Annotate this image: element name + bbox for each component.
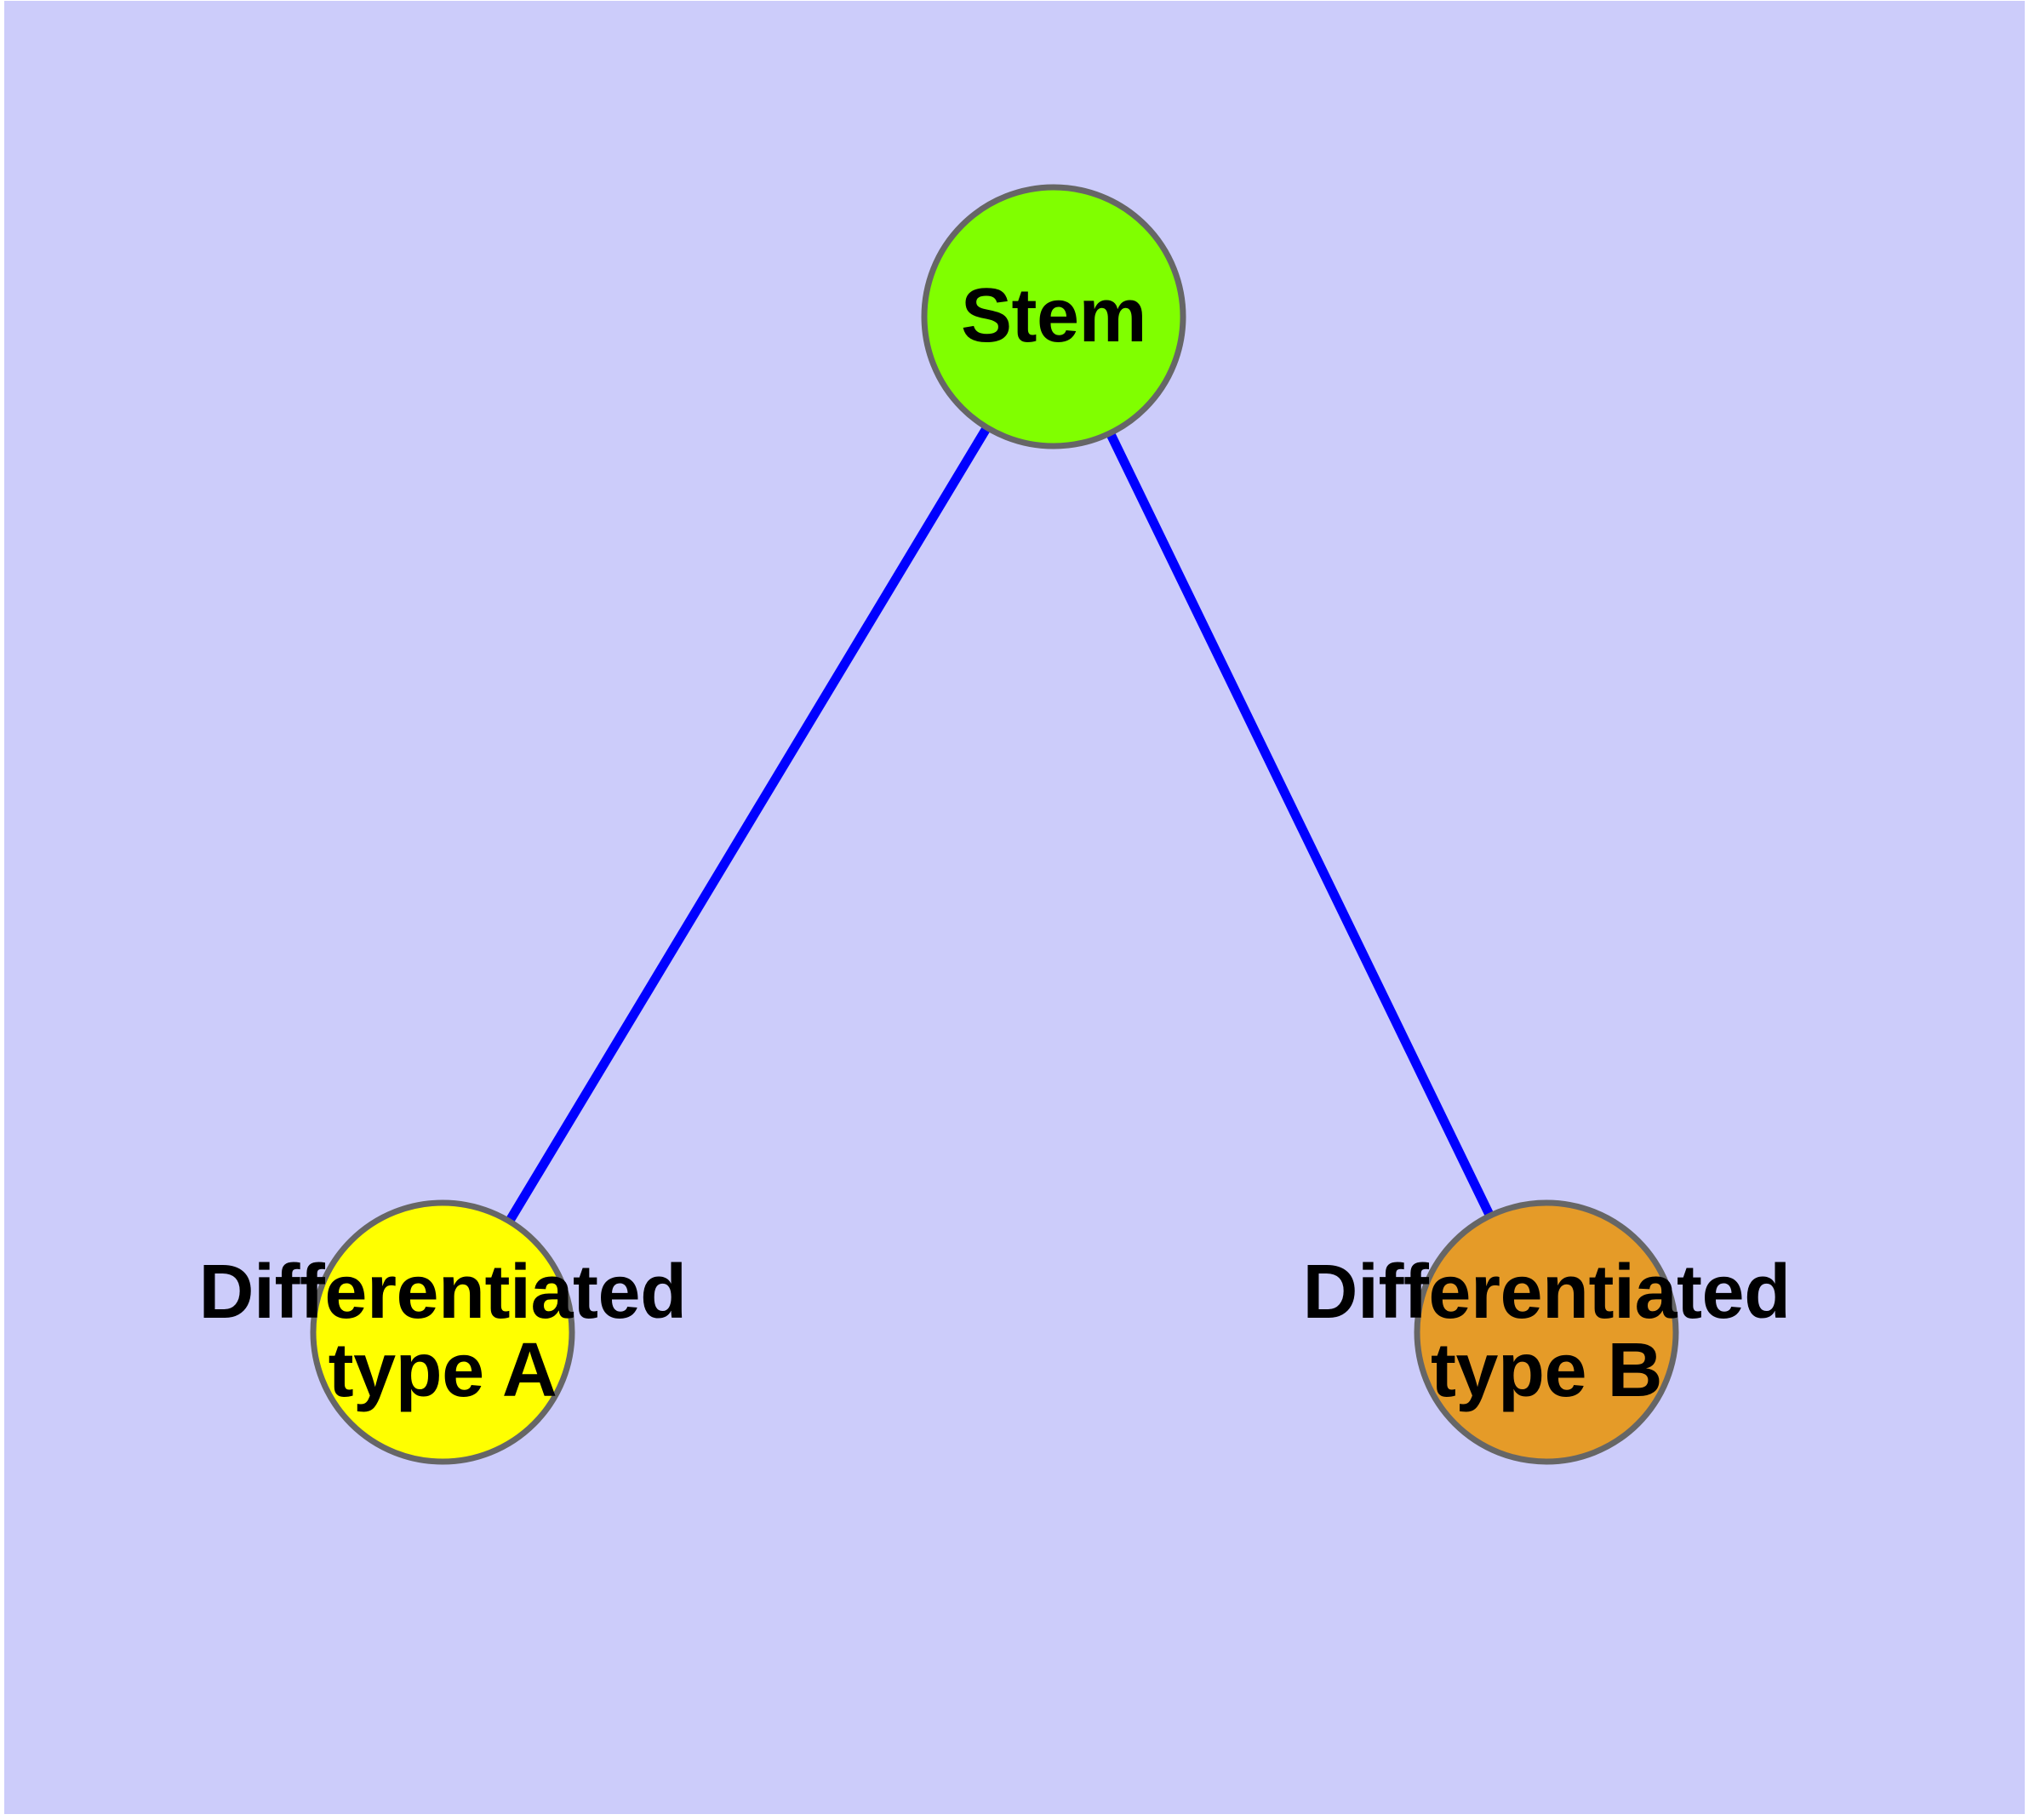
- edge-stem-diff-a: [502, 421, 994, 1228]
- node-circle-stem[interactable]: [921, 184, 1186, 449]
- node-circle-diff_b[interactable]: [1414, 1199, 1679, 1465]
- nodes-layer: [310, 184, 1679, 1465]
- graph-svg: [310, 184, 1679, 1465]
- edge-stem-diff-b: [1103, 426, 1497, 1223]
- edges-layer: [502, 421, 1497, 1228]
- node-circle-diff_a[interactable]: [310, 1199, 575, 1465]
